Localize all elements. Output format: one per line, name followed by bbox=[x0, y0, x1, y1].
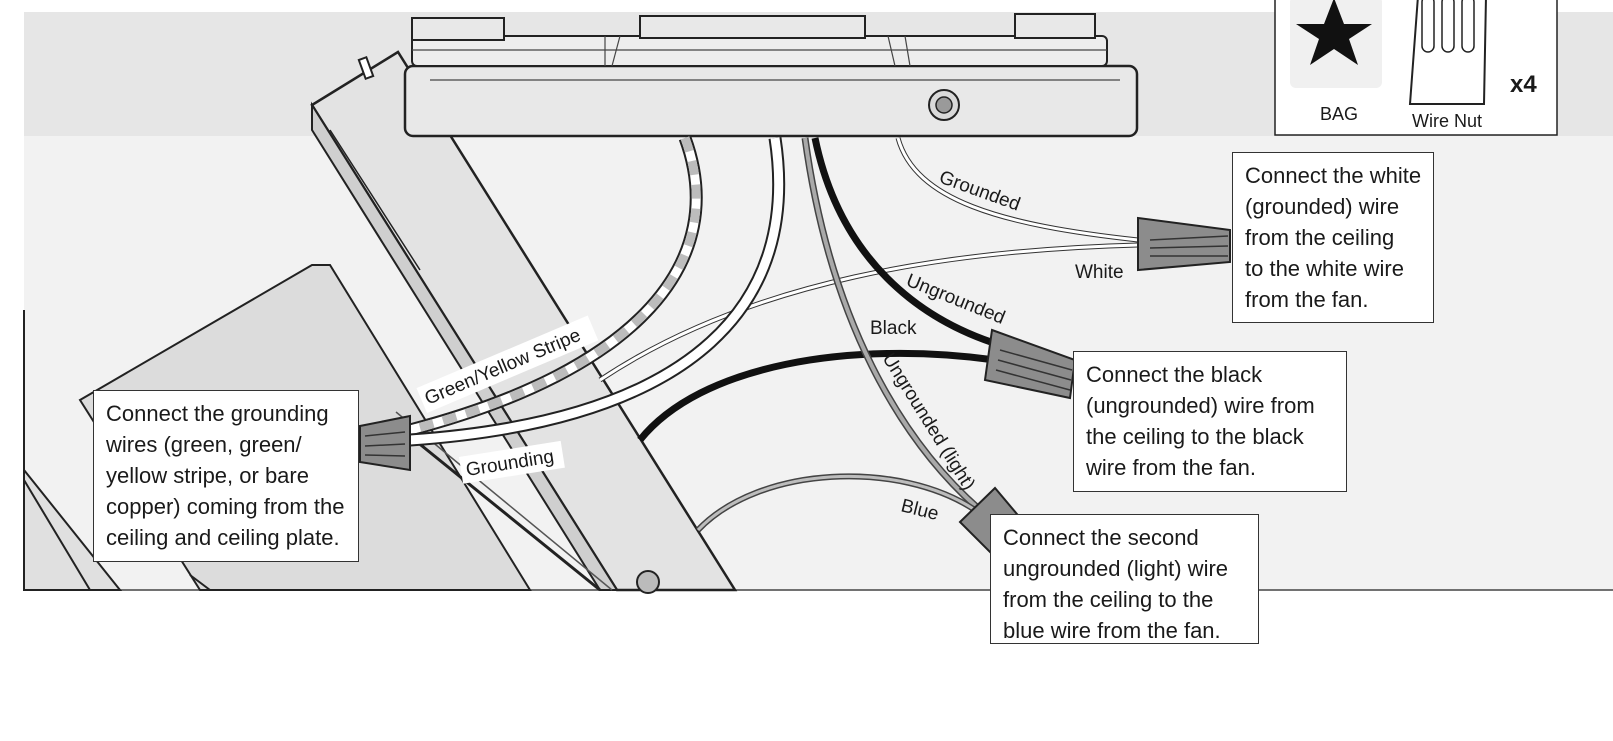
wire-nut-black bbox=[983, 328, 1077, 400]
bracket-slot bbox=[389, 418, 601, 592]
black-wire-ceiling bbox=[811, 137, 1002, 349]
plate-detail bbox=[611, 35, 621, 67]
wire-nut-icon-rib bbox=[1461, 0, 1475, 53]
plate-detail bbox=[887, 35, 896, 67]
bracket-screw bbox=[636, 570, 660, 594]
star-icon bbox=[1296, 0, 1372, 65]
plate-tab bbox=[1014, 13, 1096, 39]
wire-nut-grounding bbox=[359, 414, 411, 472]
ungrounded-light-wire-fill bbox=[803, 137, 982, 512]
wire-nut-icon-rib bbox=[1421, 0, 1435, 53]
fan-housing-edge bbox=[189, 574, 211, 591]
plate-detail bbox=[904, 35, 911, 67]
bag-label: BAG bbox=[1320, 104, 1358, 124]
grounding-wire-fill bbox=[409, 137, 784, 445]
ceiling-plate-top bbox=[411, 35, 1108, 67]
blue-wire-fan-fill bbox=[696, 474, 976, 532]
white-wire-fan-fill bbox=[599, 243, 1139, 382]
white-label: White bbox=[1075, 262, 1124, 283]
bracket-slot bbox=[329, 129, 421, 271]
black-wire-fan bbox=[637, 349, 996, 443]
ceiling-plate bbox=[403, 64, 1139, 138]
black-label: Black bbox=[870, 318, 917, 339]
wire-nut-white bbox=[1137, 216, 1231, 272]
plate-screw bbox=[935, 96, 953, 114]
grounded-wire-ceiling-fill bbox=[896, 137, 1139, 242]
fan-housing-edge bbox=[23, 479, 91, 591]
plate-tab bbox=[411, 17, 505, 41]
quantity-label: x4 bbox=[1510, 71, 1537, 98]
plate-tab bbox=[639, 15, 866, 39]
parts-box: BAG Wire Nut x4 bbox=[1274, 0, 1558, 136]
green-yellow-stripe-wire-stripe bbox=[408, 136, 701, 435]
wire-nut-icon-rib bbox=[1441, 0, 1455, 53]
bracket-clip bbox=[357, 55, 375, 81]
wire-nut-label: Wire Nut bbox=[1412, 111, 1482, 131]
